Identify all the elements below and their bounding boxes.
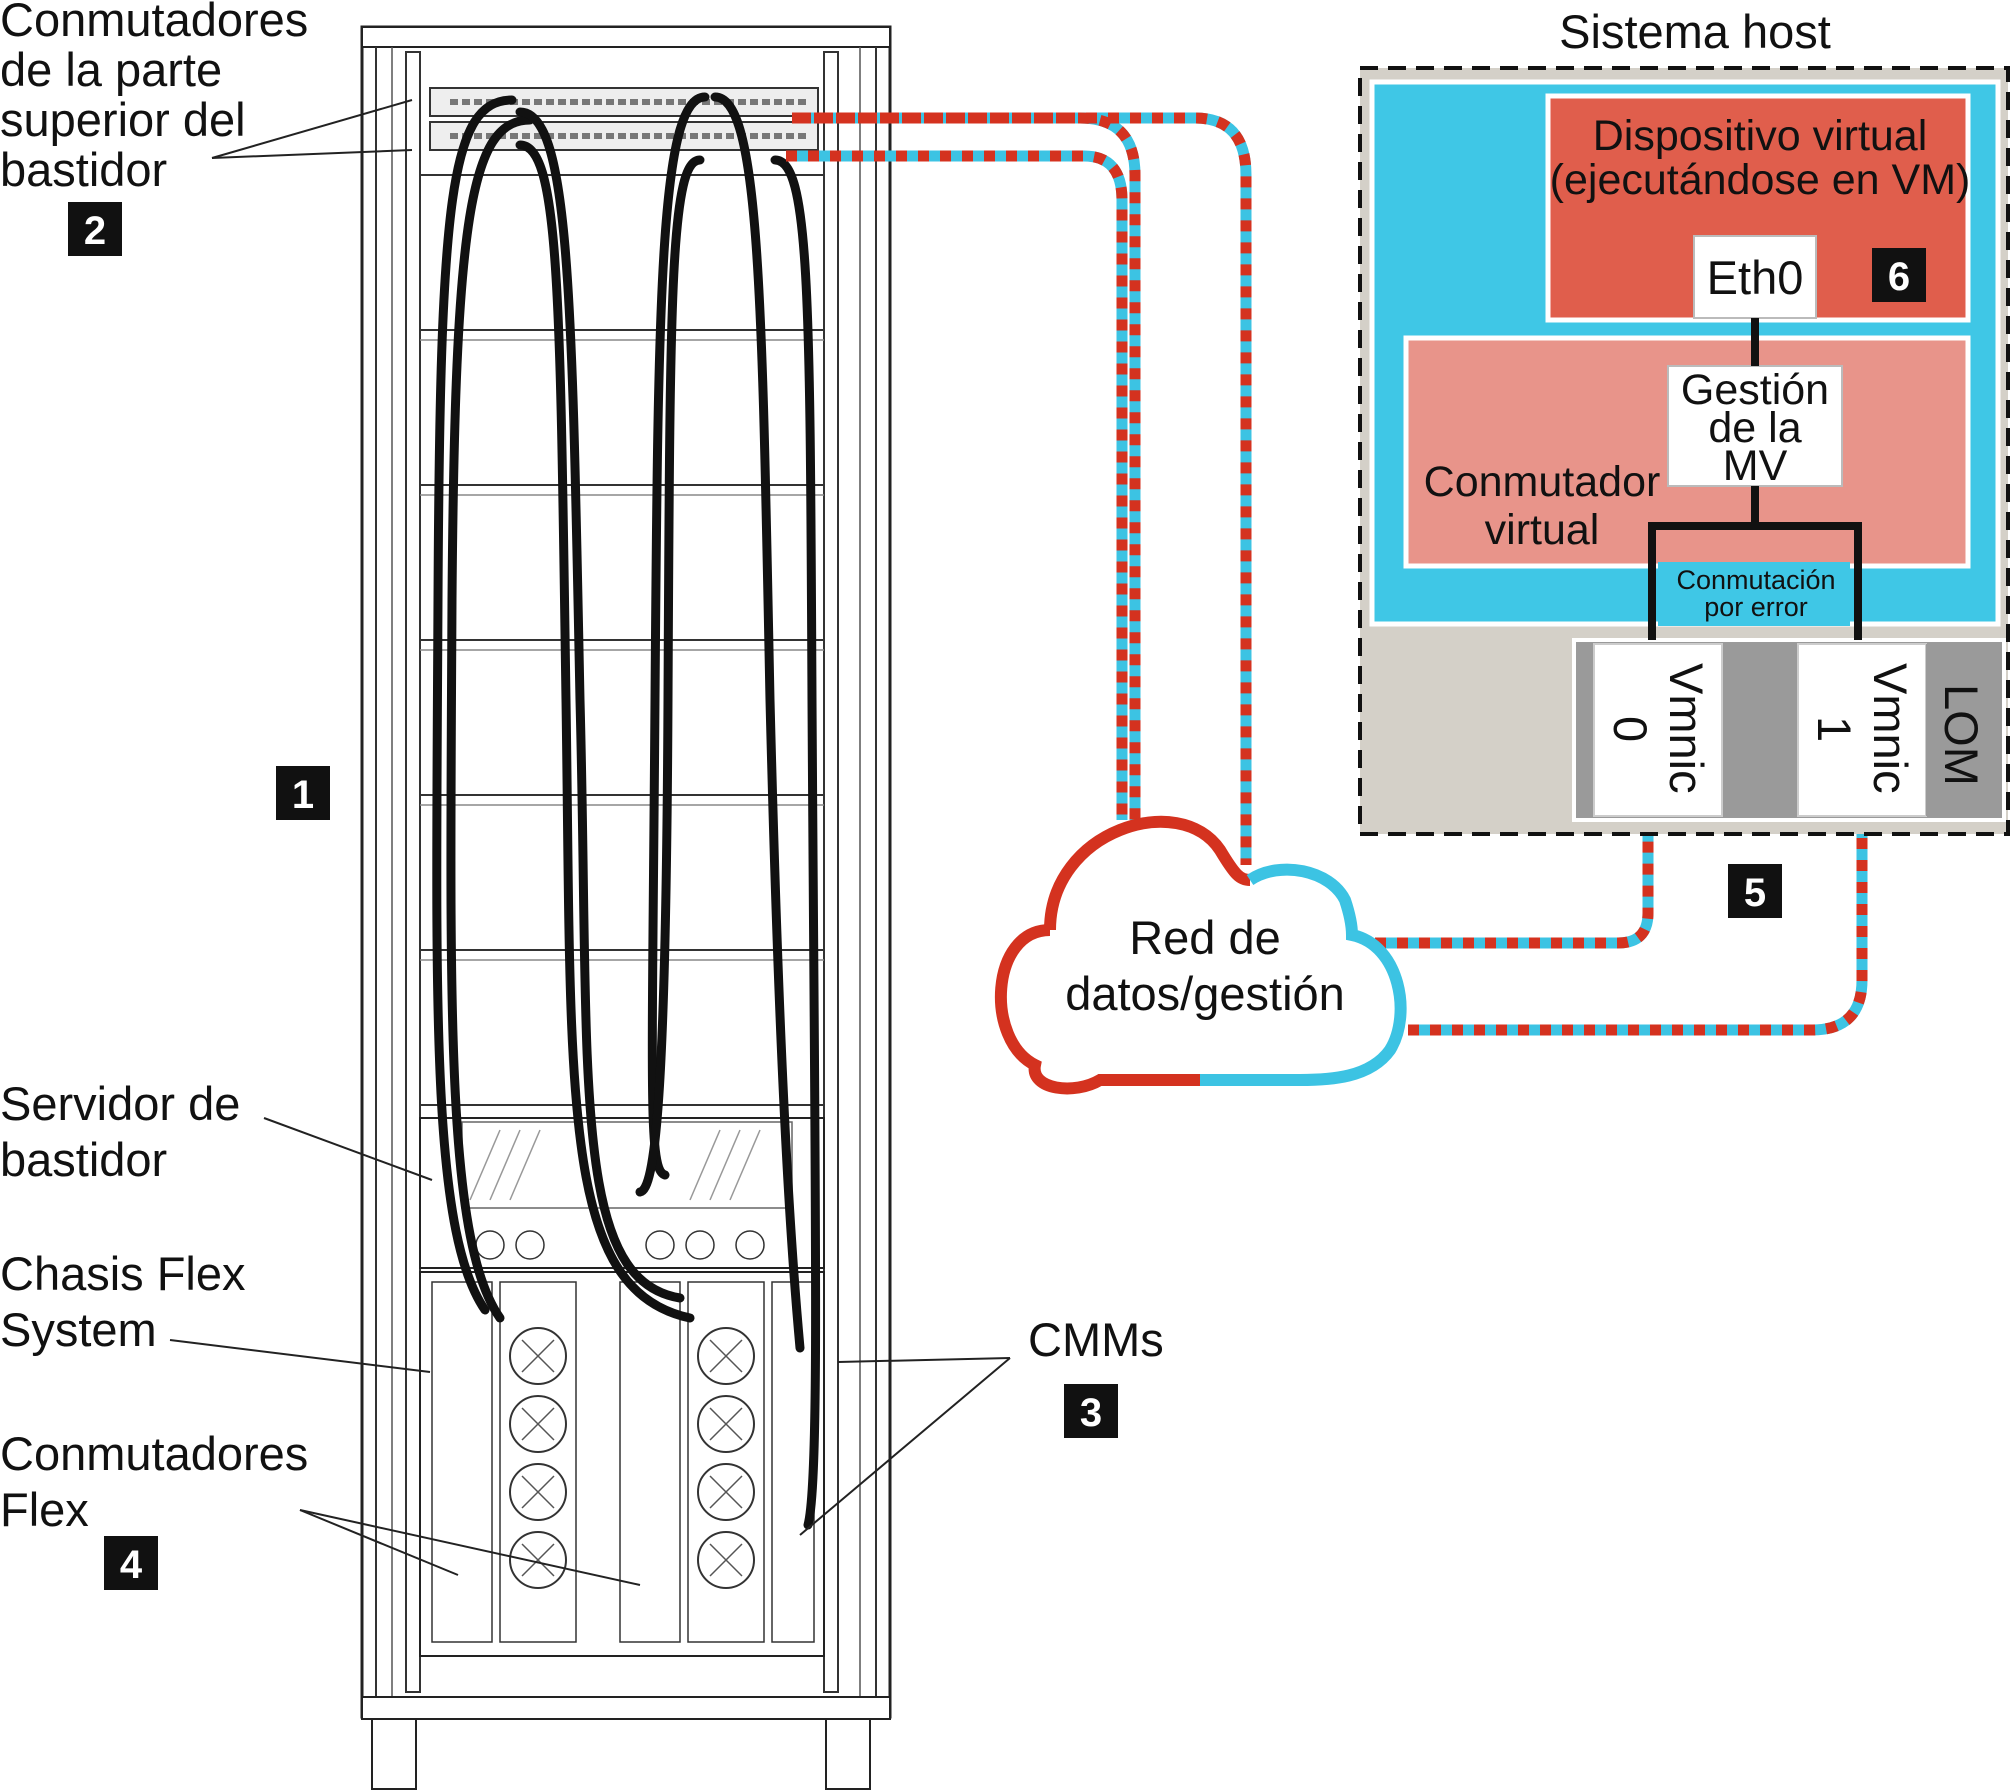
rack-server-label-line1: Servidor de bbox=[0, 1077, 240, 1130]
network-label-line2: datos/gestión bbox=[1065, 967, 1345, 1020]
tor-label-line2: de la parte bbox=[0, 43, 222, 96]
vmnic0-line1: Vmnic bbox=[1660, 663, 1713, 794]
failover-line2: por error bbox=[1704, 592, 1808, 622]
flex-chassis-label-line1: Chasis Flex bbox=[0, 1247, 246, 1300]
callout-badges: 1 2 3 4 5 6 bbox=[68, 202, 1926, 1590]
callout-3: 3 bbox=[1064, 1384, 1118, 1438]
vmnic0-line2: 0 bbox=[1604, 716, 1657, 742]
tor-label-line4: bastidor bbox=[0, 143, 167, 196]
network-cables bbox=[786, 112, 1868, 1036]
cloud-network-icon: Red de datos/gestión bbox=[994, 815, 1407, 1095]
rack-cables bbox=[432, 92, 821, 1530]
host-system-title: Sistema host bbox=[1559, 5, 1831, 58]
vm-management-line1: Gestión bbox=[1681, 366, 1829, 414]
svg-text:2: 2 bbox=[84, 209, 106, 253]
svg-text:4: 4 bbox=[120, 1543, 143, 1587]
callout-4: 4 bbox=[104, 1536, 158, 1590]
rack-server-label-line2: bastidor bbox=[0, 1133, 167, 1186]
svg-text:6: 6 bbox=[1888, 255, 1910, 299]
flex-chassis-label-line2: System bbox=[0, 1303, 157, 1356]
virtual-appliance-line2: (ejecutándose en VM) bbox=[1550, 156, 1971, 204]
flex-switches-label-line2: Flex bbox=[0, 1483, 89, 1536]
vmnic1-line1: Vmnic bbox=[1864, 663, 1917, 794]
cmms-label: CMMs bbox=[1028, 1313, 1164, 1366]
leader-lines bbox=[169, 99, 1011, 1586]
network-label-line1: Red de bbox=[1129, 911, 1281, 964]
eth0-label: Eth0 bbox=[1707, 251, 1804, 304]
virtual-switch-line2: virtual bbox=[1485, 506, 1600, 554]
virtual-switch-line1: Conmutador bbox=[1424, 458, 1661, 506]
vmnic1-port bbox=[1797, 643, 1927, 817]
callout-2: 2 bbox=[68, 202, 122, 256]
component-labels: Conmutadores de la parte superior del ba… bbox=[0, 0, 1164, 1536]
svg-text:3: 3 bbox=[1080, 1391, 1102, 1435]
lom-label: LOM bbox=[1935, 684, 1988, 786]
svg-text:1: 1 bbox=[292, 773, 314, 817]
vm-management-portgroup bbox=[1667, 365, 1843, 487]
flex-switches-label-line1: Conmutadores bbox=[0, 1427, 308, 1480]
vmnic0-port bbox=[1593, 643, 1723, 817]
vm-management-line2: de la bbox=[1708, 404, 1801, 452]
tor-label-line1: Conmutadores bbox=[0, 0, 308, 46]
tor-label-line3: superior del bbox=[0, 93, 246, 146]
callout-1: 1 bbox=[276, 766, 330, 820]
failover-line1: Conmutación bbox=[1676, 565, 1835, 595]
virtual-appliance-line1: Dispositivo virtual bbox=[1593, 112, 1928, 160]
eth0-port bbox=[1693, 235, 1817, 319]
vm-management-line3: MV bbox=[1723, 442, 1788, 490]
svg-text:5: 5 bbox=[1744, 871, 1766, 915]
callout-5: 5 bbox=[1728, 864, 1782, 918]
callout-6: 6 bbox=[1872, 248, 1926, 302]
vmnic1-line2: 1 bbox=[1808, 716, 1861, 742]
host-system: Sistema host Dispositivo virtual (ejecut… bbox=[1358, 5, 2010, 836]
